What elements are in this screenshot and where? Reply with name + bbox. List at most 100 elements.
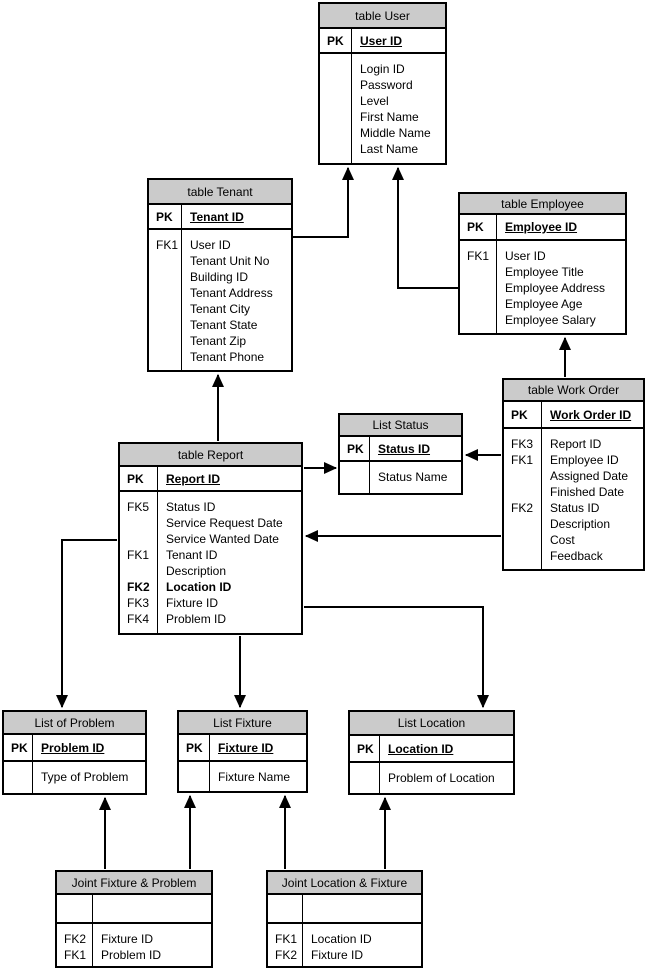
attribute-section: Type of Problem xyxy=(4,762,145,793)
attribute-name: Status ID xyxy=(550,501,600,515)
attribute-name: Problem ID xyxy=(101,948,162,962)
attribute-name: Problem of Location xyxy=(388,771,495,785)
entity-title: table Report xyxy=(120,444,301,467)
fk-label xyxy=(511,468,541,484)
attribute-name: Report ID xyxy=(550,437,602,451)
attribute-name: User ID xyxy=(190,238,231,252)
pk-attribute: Tenant ID xyxy=(190,209,244,224)
entity-title: List Fixture xyxy=(179,712,306,735)
fk-label xyxy=(156,301,181,317)
fk-label xyxy=(156,349,181,365)
attribute-name: Employee Title xyxy=(505,265,584,279)
fk-label xyxy=(127,531,157,547)
entity-title: List of Problem xyxy=(4,712,145,735)
attribute-name: Employee Age xyxy=(505,297,583,311)
attribute-name: First Name xyxy=(360,110,419,124)
fk-label: FK2 xyxy=(64,932,87,946)
pk-row xyxy=(268,895,421,924)
fk-column xyxy=(340,462,370,493)
fk-label xyxy=(327,93,351,109)
attribute-name: Fixture ID xyxy=(166,596,219,610)
pk-label xyxy=(57,895,93,922)
fk-label: FK2 xyxy=(275,948,298,962)
fk-label: FK1 xyxy=(64,948,87,962)
fk-label xyxy=(156,317,181,333)
attribute-name: Fixture Name xyxy=(218,770,291,784)
fk-label: FK1 xyxy=(467,249,490,263)
attribute-name: Description xyxy=(550,517,611,531)
fk-label xyxy=(156,333,181,349)
attribute-name: Employee Salary xyxy=(505,313,596,327)
attribute-column: Problem of Location xyxy=(380,763,513,793)
pk-attribute: Employee ID xyxy=(505,220,578,234)
pk-label: PK xyxy=(4,735,33,760)
attribute-name: Fixture ID xyxy=(101,932,154,946)
connector-report-to-listlocation xyxy=(304,606,489,709)
attribute-column: Fixture ID Problem ID xyxy=(93,924,211,966)
attribute-name: Tenant ID xyxy=(166,548,218,562)
attribute-name: Tenant Phone xyxy=(190,350,265,364)
pk-attribute: Work Order ID xyxy=(550,407,632,422)
attribute-name: Problem ID xyxy=(166,612,227,626)
attribute-name: Assigned Date xyxy=(550,469,629,483)
pk-label xyxy=(268,895,303,922)
fk-label xyxy=(11,769,32,785)
attribute-name: User ID xyxy=(505,249,546,263)
pk-row xyxy=(57,895,211,924)
pk-label: PK xyxy=(179,735,210,760)
pk-attribute xyxy=(303,895,421,922)
fk-column: FK1 xyxy=(149,230,182,370)
fk-label xyxy=(156,269,181,285)
attribute-name: Last Name xyxy=(360,142,419,156)
connector-report-to-listproblem xyxy=(56,539,117,709)
entity-title: table Work Order xyxy=(504,380,643,402)
fk-label: FK3 xyxy=(127,596,150,610)
attribute-name: Login ID xyxy=(360,62,405,76)
fk-column xyxy=(320,54,352,163)
pk-attribute: Report ID xyxy=(166,471,220,486)
connector-employee-to-user xyxy=(392,166,458,289)
entity-title: table User xyxy=(320,4,445,29)
pk-label: PK xyxy=(149,205,182,228)
fk-label xyxy=(511,516,541,532)
attribute-section: Problem of Location xyxy=(350,763,513,793)
fk-label xyxy=(511,532,541,548)
attribute-name: Cost xyxy=(550,533,575,547)
fk-label xyxy=(127,515,157,531)
attribute-column: Fixture Name xyxy=(210,762,306,791)
fk-label xyxy=(327,61,351,77)
fk-label xyxy=(511,484,541,500)
fk-label xyxy=(467,264,496,280)
fk-label: FK4 xyxy=(127,612,150,626)
attribute-name: Tenant State xyxy=(190,318,258,332)
attribute-name: Tenant Unit No xyxy=(190,254,270,268)
fk-label xyxy=(347,469,369,485)
fk-label xyxy=(186,769,209,785)
fk-label xyxy=(511,548,541,564)
fk-label xyxy=(467,280,496,296)
fk-column xyxy=(350,763,380,793)
entity-title: List Location xyxy=(350,712,513,736)
fk-label xyxy=(327,141,351,157)
fk-label xyxy=(156,285,181,301)
